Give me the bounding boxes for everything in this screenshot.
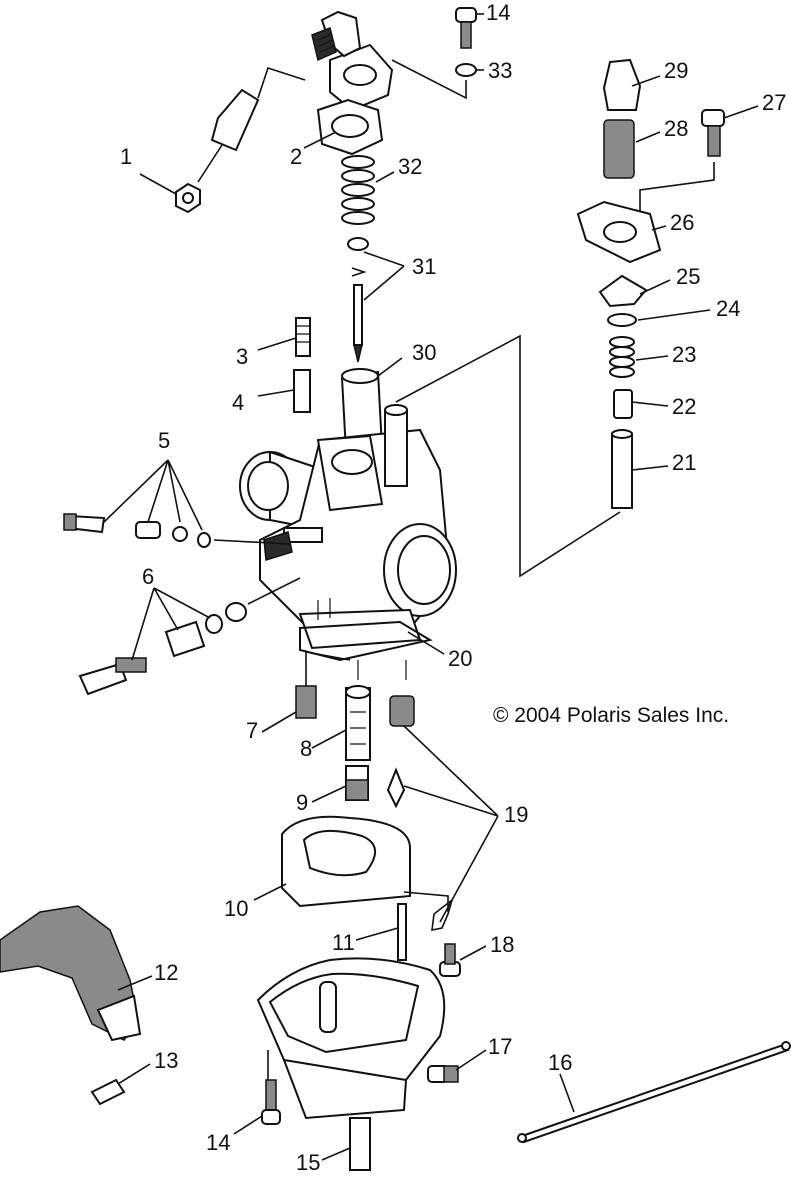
needle-part-31: [347, 237, 369, 363]
callout-22: 22: [672, 394, 697, 419]
fuel-inlet-cap-part: [311, 10, 394, 112]
callout-26: 26: [670, 210, 695, 235]
block-part-13: [90, 1078, 126, 1106]
callout-14-bottom: 14: [206, 1130, 231, 1155]
screw-part-14-top: [455, 7, 477, 49]
callout-20: 20: [448, 646, 473, 671]
callout-13: 13: [154, 1048, 179, 1073]
callout-31: 31: [412, 254, 437, 279]
idle-screw-part-5: [63, 513, 291, 548]
air-screw-part-6: [78, 577, 301, 696]
callout-6: 6: [142, 564, 155, 589]
callout-25: 25: [676, 264, 701, 289]
drain-tube-part-15: [349, 1117, 371, 1171]
cover-part-12: [0, 905, 142, 1042]
choke-assembly-right: [395, 58, 725, 578]
callout-27: 27: [762, 90, 787, 115]
callout-23: 23: [672, 342, 697, 367]
callout-30: 30: [412, 340, 437, 365]
nut-part-1: [175, 182, 201, 214]
callout-7: 7: [246, 718, 259, 743]
screw-part-14-bottom: [261, 1079, 281, 1125]
float-bowl-part: [256, 957, 446, 1120]
jet-part-3: [295, 317, 311, 357]
callout-33: 33: [488, 58, 513, 83]
float-part-10: [281, 815, 411, 908]
callout-28: 28: [664, 116, 689, 141]
main-jet-part-9: [345, 765, 369, 801]
fuel-hose-part: [197, 66, 306, 183]
needle-valve-part-19: [386, 695, 454, 932]
copyright-notice: © 2004 Polaris Sales Inc.: [493, 704, 730, 727]
callout-32: 32: [398, 154, 423, 179]
callout-9: 9: [296, 790, 309, 815]
callout-1: 1: [120, 144, 133, 169]
drain-screw-part-17: [427, 1065, 459, 1083]
callout-11: 11: [332, 930, 355, 955]
callout-15: 15: [296, 1150, 321, 1175]
callout-29: 29: [664, 58, 689, 83]
pilot-jet-part-7: [295, 651, 351, 719]
washer-part-33: [391, 59, 477, 100]
callout-19: 19: [504, 802, 529, 827]
carburetor-body-part: [239, 404, 457, 650]
callout-12: 12: [154, 960, 179, 985]
needle-jet-part-8: [345, 685, 371, 761]
callout-18: 18: [490, 932, 515, 957]
screw-part-18: [439, 943, 461, 977]
gasket-part-2: [316, 98, 384, 156]
callout-21: 21: [672, 450, 697, 475]
leader-dashes: [357, 660, 407, 680]
leader-lines: [103, 13, 759, 1161]
callout-5: 5: [158, 428, 171, 453]
callout-24: 24: [716, 296, 741, 321]
callout-4: 4: [232, 390, 245, 415]
callout-10: 10: [224, 896, 249, 921]
callout-17: 17: [488, 1034, 513, 1059]
tube-part-4: [293, 369, 311, 413]
gasket-part-20: [299, 620, 433, 662]
callout-3: 3: [236, 344, 249, 369]
callout-2: 2: [290, 144, 303, 169]
float-pin-part-11: [397, 891, 449, 961]
rod-part-16: [517, 1041, 791, 1144]
callout-16: 16: [548, 1050, 573, 1075]
callout-14-top: 14: [486, 0, 511, 25]
callout-8: 8: [300, 736, 313, 761]
spring-part-32: [341, 155, 375, 225]
